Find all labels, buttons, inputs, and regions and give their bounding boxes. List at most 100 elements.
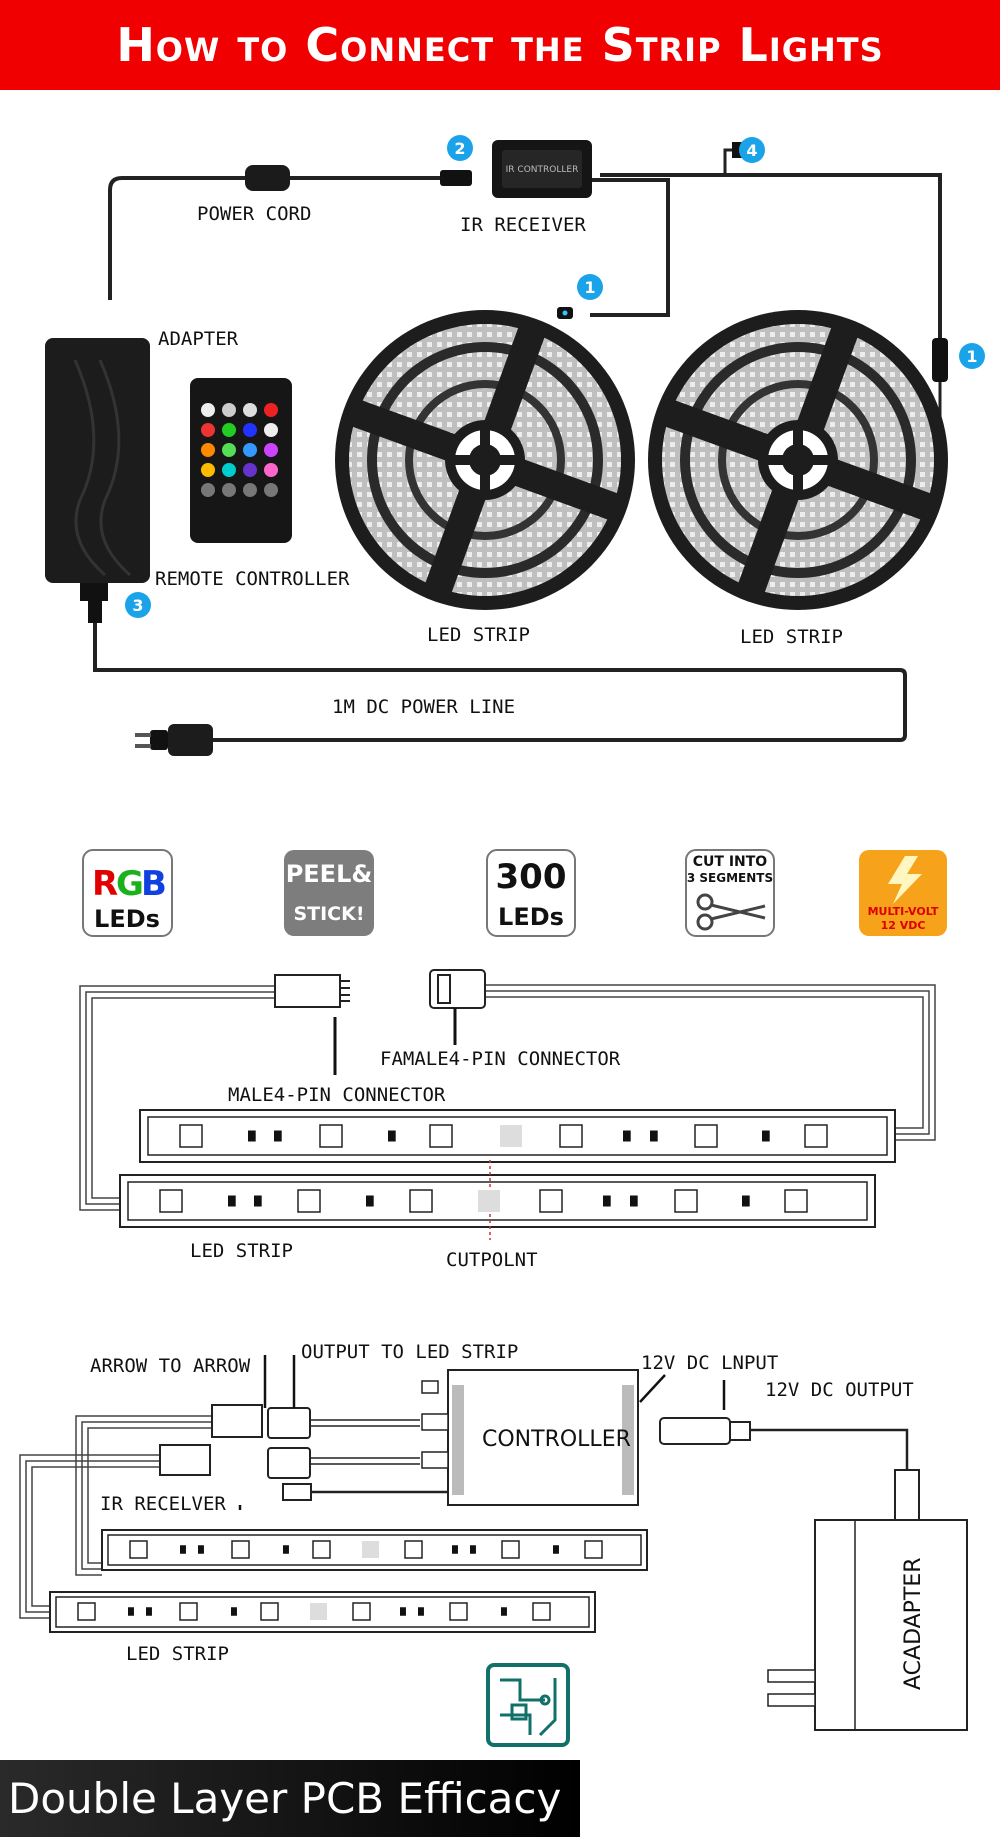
peel-stick-badge: PEEL& STICK!: [284, 850, 374, 936]
resistor-chip: [146, 1607, 152, 1616]
power-adapter-icon: [45, 338, 150, 623]
cut-pad: [500, 1125, 522, 1147]
cut-segments-badge: CUT INTO 3 SEGMENTS: [685, 849, 775, 937]
resistor-chip: [623, 1130, 631, 1142]
svg-text:PEEL&: PEEL&: [286, 860, 373, 888]
resistor-chip: [603, 1195, 611, 1207]
resistor-chip: [452, 1545, 458, 1554]
led-count-badge: 300 LEDs: [486, 849, 576, 937]
badge-3: 3: [125, 592, 151, 618]
svg-text:1: 1: [966, 347, 977, 366]
dc-power-line-label: 1M DC POWER LINE: [332, 696, 515, 718]
dc-input-label: 12V DC LNPUT: [641, 1352, 778, 1374]
resistor-chip: [630, 1195, 638, 1207]
svg-text:3: 3: [132, 596, 143, 615]
cut-pad: [362, 1541, 379, 1558]
led-chip: [804, 1124, 828, 1148]
led-chip: [260, 1602, 279, 1621]
led-strip-label: LED STRIP: [740, 626, 843, 648]
multi-volt-badge: MULTI-VOLT 12 VDC: [859, 850, 947, 936]
badge-4: 4: [739, 137, 765, 163]
svg-text:CUT INTO: CUT INTO: [693, 854, 768, 870]
controller-label: CONTROLLER: [482, 1427, 631, 1452]
led-chip: [532, 1602, 551, 1621]
resistor-chip: [553, 1545, 559, 1554]
resistor-chip: [388, 1130, 396, 1142]
resistor-chip: [418, 1607, 424, 1616]
svg-text:LEDs: LEDs: [94, 905, 160, 933]
led-chip: [501, 1540, 520, 1559]
female-connector-label: FAMALE4-PIN CONNECTOR: [380, 1048, 621, 1070]
led-chip: [694, 1124, 718, 1148]
output-to-strip-label: OUTPUT TO LED STRIP: [301, 1341, 518, 1363]
svg-text:1: 1: [584, 278, 595, 297]
ir-receiver-icon: IR CONTROLLER: [440, 140, 592, 198]
wall-plug-icon: [135, 724, 213, 756]
scissors-icon: [696, 893, 766, 931]
remote-controller-label: REMOTE CONTROLLER: [155, 568, 350, 590]
strip-connector-diagram: [79, 969, 936, 1240]
badge-1: 1: [577, 274, 603, 300]
led-chip: [179, 1602, 198, 1621]
resistor-chip: [228, 1195, 236, 1207]
resistor-chip: [501, 1607, 507, 1616]
ferrite-bead-icon: [245, 165, 290, 191]
title-banner: How to Connect the Strip Lights: [0, 0, 1000, 90]
resistor-chip: [366, 1195, 374, 1207]
page-title: How to Connect the Strip Lights: [116, 18, 884, 72]
led-chip: [312, 1540, 331, 1559]
led-strip-label: LED STRIP: [190, 1240, 293, 1262]
feature-icons: R G B LEDs PEEL& STICK! 300 LEDs CUT INT…: [82, 849, 947, 937]
badge-2: 2: [447, 135, 473, 161]
led-chip: [129, 1540, 148, 1559]
pcb-circuit-icon: [486, 1663, 570, 1747]
resistor-chip: [254, 1195, 262, 1207]
led-chip: [352, 1602, 371, 1621]
resistor-chip: [248, 1130, 256, 1142]
resistor-chip: [762, 1130, 770, 1142]
controller-wiring-diagram: [19, 1355, 968, 1731]
lightning-icon: [888, 856, 922, 904]
badge-1: 1: [959, 343, 985, 369]
svg-text:300: 300: [496, 857, 567, 897]
svg-text:G: G: [116, 864, 144, 904]
led-chip: [559, 1124, 583, 1148]
led-chip: [584, 1540, 603, 1559]
strip-led-chips: [159, 1124, 828, 1213]
resistor-chip: [650, 1130, 658, 1142]
led-reel-icon: [335, 310, 635, 610]
svg-text:LEDs: LEDs: [498, 903, 564, 931]
resistor-chip: [283, 1545, 289, 1554]
resistor-chip: [400, 1607, 406, 1616]
resistor-chip: [231, 1607, 237, 1616]
footer-bar: Double Layer PCB Efficacy: [0, 1760, 580, 1837]
led-chip: [319, 1124, 343, 1148]
dc-output-label: 12V DC OUTPUT: [765, 1379, 914, 1401]
svg-text:12 VDC: 12 VDC: [881, 919, 926, 932]
svg-text:3 SEGMENTS: 3 SEGMENTS: [687, 871, 773, 885]
led-chip: [179, 1124, 203, 1148]
resistor-chip: [274, 1130, 282, 1142]
svg-text:R: R: [92, 864, 118, 904]
male-connector-label: MALE4-PIN CONNECTOR: [228, 1084, 446, 1106]
footer-text: Double Layer PCB Efficacy: [8, 1774, 562, 1823]
ac-adapter-label: ACADAPTER: [901, 1557, 926, 1690]
resistor-chip: [470, 1545, 476, 1554]
strip-connector-icon: [557, 307, 573, 319]
controller-strip-chips: [77, 1540, 603, 1621]
cutpoint-label: CUTPOLNT: [446, 1249, 538, 1271]
svg-text:2: 2: [454, 139, 465, 158]
svg-text:STICK!: STICK!: [293, 903, 364, 925]
power-cord-label: POWER CORD: [197, 203, 311, 225]
led-strip-label: LED STRIP: [126, 1643, 229, 1665]
led-chip: [539, 1189, 563, 1213]
svg-text:IR CONTROLLER: IR CONTROLLER: [506, 165, 579, 175]
top-wiring-diagram: IR CONTROLLER: [45, 135, 985, 756]
adapter-label: ADAPTER: [158, 328, 239, 350]
led-chip: [159, 1189, 183, 1213]
led-chip: [231, 1540, 250, 1559]
svg-text:B: B: [141, 864, 167, 904]
svg-text:4: 4: [746, 141, 757, 160]
resistor-chip: [742, 1195, 750, 1207]
